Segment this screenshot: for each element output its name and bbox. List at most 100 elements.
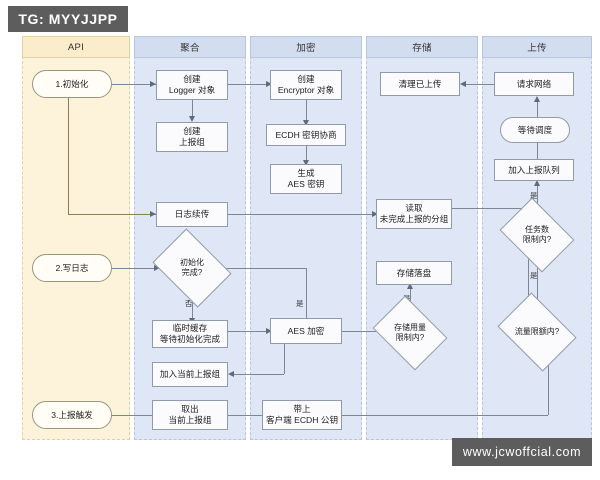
node-init[interactable]: 1.初始化 [32,70,112,98]
node-create-encryptor-line2: Encryptor 对象 [277,85,335,95]
node-create-encryptor[interactable]: 创建 Encryptor 对象 [270,70,342,100]
node-temp-cache[interactable]: 临时缓存 等待初始化完成 [152,320,228,348]
node-create-logger[interactable]: 创建 Logger 对象 [156,70,228,100]
edge-take-to-attach [228,415,270,416]
node-create-encryptor-line1: 创建 [297,74,315,84]
edge-trigger-to-take [112,415,160,416]
node-write-log[interactable]: 2.写日志 [32,254,112,282]
lane-label-api: API [67,41,85,53]
node-aes-encrypt[interactable]: AES 加密 [270,318,342,344]
arrowhead-task-to-queue [533,180,540,186]
decision-init-done[interactable]: 初始化 完成? [152,228,232,308]
node-create-group[interactable]: 创建 上报组 [156,122,228,152]
decision-task-limit-text: 任务数 限制内? [507,212,567,258]
decision-traffic-quota-line1: 流量限额内? [514,327,560,336]
node-take-current-group[interactable]: 取出 当前上报组 [152,400,228,430]
node-create-group-line1: 创建 [183,126,201,136]
arrowhead-ecdh-to-genaes [302,160,309,166]
node-create-logger-line1: 创建 [183,74,201,84]
node-write-log-line1: 2.写日志 [55,262,89,273]
arrowhead-init-to-create-logger [150,80,156,87]
node-join-upload-queue[interactable]: 加入上报队列 [494,159,574,181]
arrowhead-init-to-log-resume [150,210,156,217]
node-generate-aes-key[interactable]: 生成 AES 密钥 [270,164,342,194]
edge-wait-to-request [537,102,538,117]
decision-storage-quota-text: 存储用量 限制内? [380,310,440,356]
node-read-pending-groups-line2: 未完成上报的分组 [379,214,449,224]
arrowhead-aes-to-joincur [228,370,234,377]
edge-encryptor-to-ecdh [306,100,307,122]
decision-storage-quota[interactable]: 存储用量 限制内? [372,295,448,371]
arrowhead-logresume-to-readpending [372,210,378,217]
watermark-telegram: TG: MYYJJPP [8,6,128,32]
node-wait-schedule[interactable]: 等待调度 [500,117,570,143]
edge-queue-to-wait [537,143,538,159]
node-store-to-disk[interactable]: 存储落盘 [376,261,452,285]
node-attach-client-pubkey-line2: 客户端 ECDH 公钥 [265,415,339,425]
lane-storage-body [366,36,478,440]
lane-label-upload: 上传 [527,43,547,54]
edge-writelog-to-initdone [112,268,160,269]
edge-traffic-to-task [537,250,538,308]
node-wait-schedule-line1: 等待调度 [517,124,553,135]
lane-api-body [22,36,130,440]
node-report-trigger-line1: 3.上报触发 [51,409,93,420]
edge-readpending-right [450,208,528,209]
node-read-pending-groups[interactable]: 读取 未完成上报的分组 [376,199,452,229]
node-report-trigger[interactable]: 3.上报触发 [32,401,112,429]
node-attach-client-pubkey-line1: 带上 [293,404,311,414]
node-take-current-group-line2: 当前上报组 [168,415,212,425]
edge-label-initdone-no: 否 [185,299,193,308]
decision-task-limit-line1: 任务数 [525,225,549,234]
node-take-current-group-line1: 取出 [181,404,199,414]
node-attach-client-pubkey[interactable]: 带上 客户端 ECDH 公钥 [262,400,342,430]
decision-init-done-text: 初始化 完成? [160,244,224,292]
node-generate-aes-key-line2: AES 密钥 [287,179,325,189]
edge-ecdh-to-genaes [306,144,307,162]
decision-task-limit[interactable]: 任务数 限制内? [499,197,575,273]
edge-init-to-log-resume [68,214,156,215]
lane-header-storage: 存储 [366,36,478,58]
node-read-pending-groups-line1: 读取 [405,203,423,213]
arrowhead-request-to-clean [460,80,466,87]
node-temp-cache-line1: 临时缓存 [172,323,208,333]
lane-label-storage: 存储 [412,43,432,54]
edge-initdone-no [192,292,193,320]
edge-task-to-queue [537,186,538,212]
edge-attach-right [342,415,548,416]
arrowhead-tempcache-to-aes [266,327,272,334]
node-generate-aes-key-line1: 生成 [297,168,315,178]
decision-storage-quota-line1: 存储用量 [394,323,426,332]
edge-readpending-down [528,208,529,330]
edge-aes-to-joincur [232,374,284,375]
node-store-to-disk-line1: 存储落盘 [396,267,432,278]
edge-tempcache-to-aes [228,331,270,332]
decision-task-limit-line2: 限制内? [522,235,552,244]
edge-label-traffic-yes: 是 [530,271,538,280]
edge-init-to-create-logger [112,84,156,85]
watermark-website: www.jcwoffcial.com [452,438,592,466]
node-request-network-line1: 请求网络 [516,78,552,89]
node-init-line1: 1.初始化 [55,78,89,89]
edge-logger-to-encryptor [228,84,270,85]
node-log-resume[interactable]: 日志续传 [156,202,228,227]
edge-init-down [68,96,69,214]
edge-label-initdone-yes: 是 [296,299,304,308]
decision-traffic-quota[interactable]: 流量限额内? [497,292,577,372]
decision-init-done-line2: 完成? [181,268,203,277]
lane-label-encrypt: 加密 [296,43,316,54]
decision-storage-quota-line2: 限制内? [395,333,425,342]
node-clean-uploaded[interactable]: 清理已上传 [380,72,460,96]
arrowhead-storequota-yes [406,283,413,289]
node-join-current-group[interactable]: 加入当前上报组 [152,362,228,387]
node-join-current-group-line1: 加入当前上报组 [159,369,221,379]
edge-initdone-yes-right [224,268,306,269]
node-log-resume-line1: 日志续传 [174,209,210,219]
node-ecdh-negotiation[interactable]: ECDH 密钥协商 [266,124,346,146]
node-request-network[interactable]: 请求网络 [494,72,574,96]
edge-logger-to-group [192,100,193,118]
edge-aes-down [284,344,285,374]
node-create-logger-line2: Logger 对象 [168,85,216,95]
lane-header-encrypt: 加密 [250,36,362,58]
